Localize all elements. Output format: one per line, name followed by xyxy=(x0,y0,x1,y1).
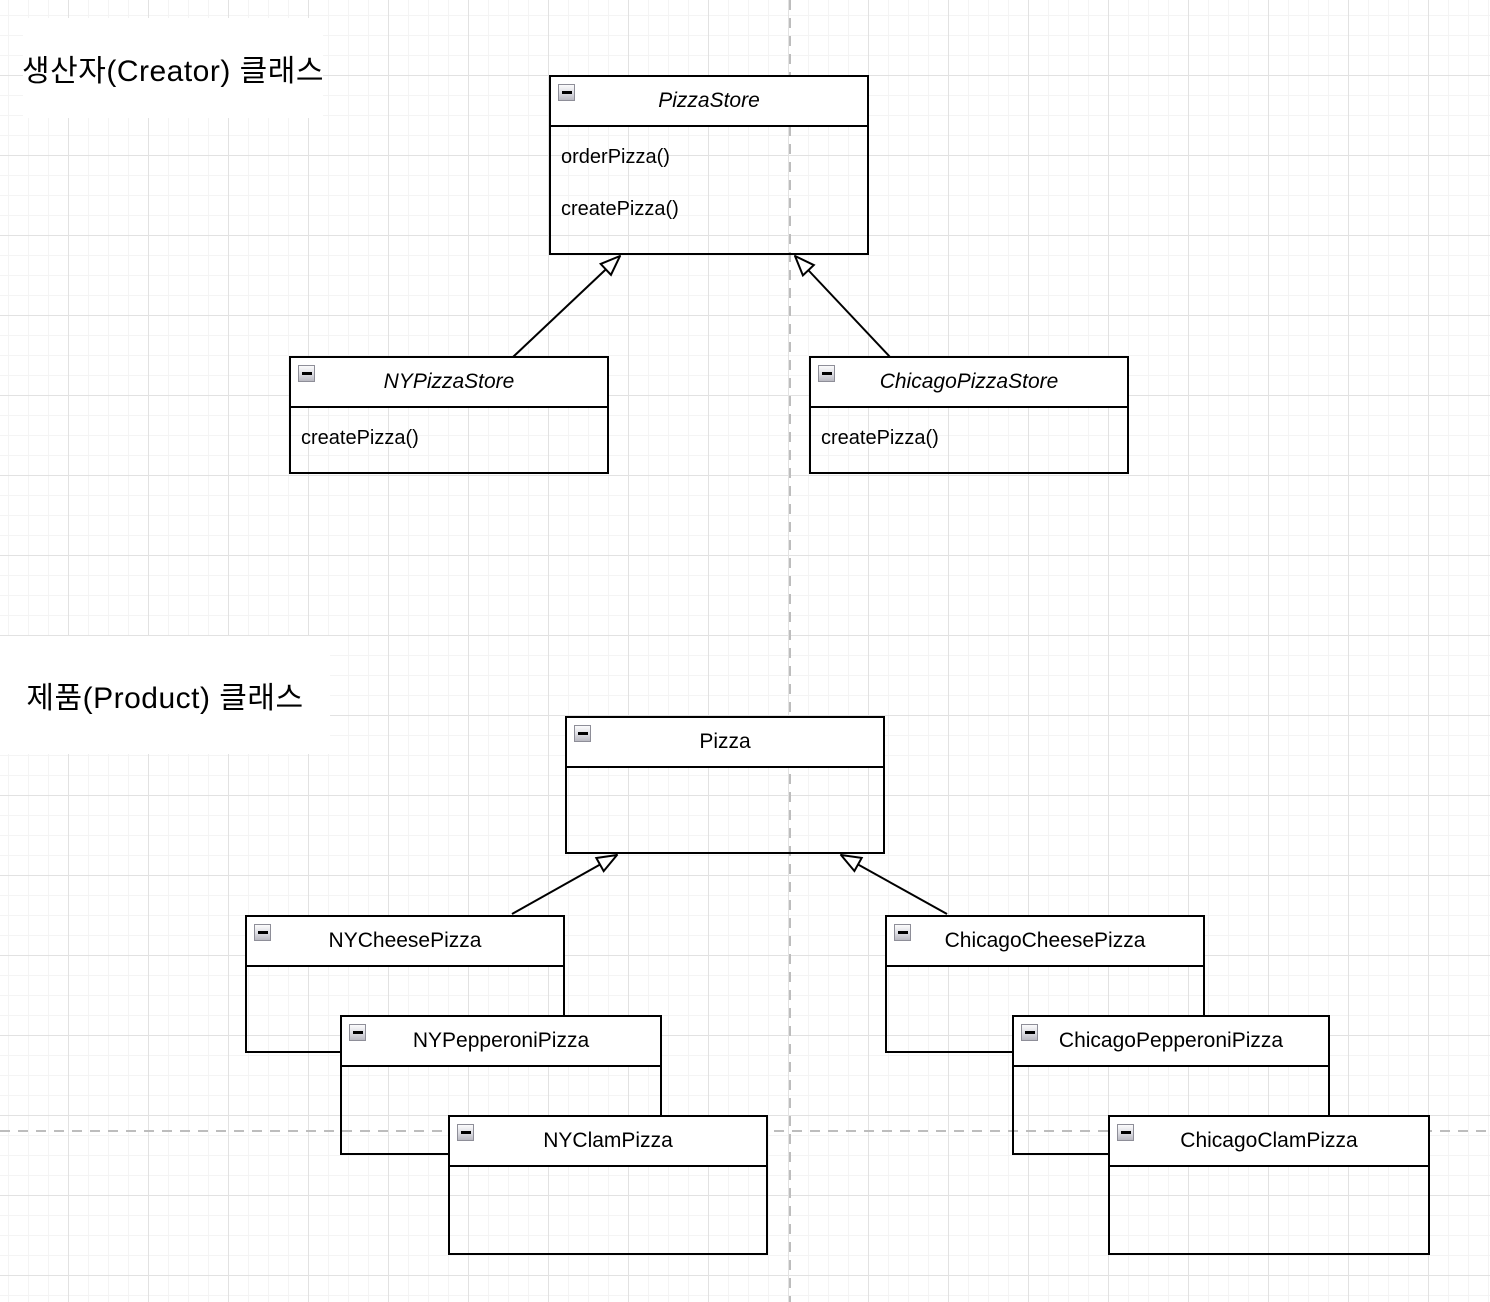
page-guide-vertical xyxy=(789,0,791,1302)
collapse-icon[interactable] xyxy=(558,84,575,101)
inheritance-arrow-chicagocheesepizza-pizza[interactable] xyxy=(841,855,948,915)
class-name: ChicagoPepperoniPizza xyxy=(1058,1029,1284,1052)
class-body: orderPizza() createPizza() xyxy=(551,127,867,239)
class-body: createPizza() xyxy=(811,408,1127,468)
class-body xyxy=(450,1167,766,1175)
class-body: createPizza() xyxy=(291,408,607,468)
class-name: ChicagoCheesePizza xyxy=(944,929,1146,952)
class-method: createPizza() xyxy=(561,198,679,220)
class-box-nypizzastore[interactable]: NYPizzaStore createPizza() xyxy=(289,356,609,474)
creator-section-label[interactable]: 생산자(Creator) 클래스 xyxy=(22,18,324,118)
inheritance-arrow-chicagopizzastore-pizzastore[interactable] xyxy=(795,256,891,358)
class-box-chicagopizzastore[interactable]: ChicagoPizzaStore createPizza() xyxy=(809,356,1129,474)
class-body xyxy=(1014,1067,1328,1075)
class-box-pizza[interactable]: Pizza xyxy=(565,716,885,854)
inheritance-arrow-nycheesepizza-pizza[interactable] xyxy=(511,855,617,915)
class-method: createPizza() xyxy=(301,427,419,449)
collapse-icon[interactable] xyxy=(298,365,315,382)
class-title-bar: ChicagoPepperoniPizza xyxy=(1014,1017,1328,1067)
collapse-icon[interactable] xyxy=(457,1124,474,1141)
collapse-icon[interactable] xyxy=(349,1024,366,1041)
class-title-bar: NYPepperoniPizza xyxy=(342,1017,660,1067)
class-method: orderPizza() xyxy=(561,146,670,168)
collapse-icon[interactable] xyxy=(894,924,911,941)
class-name: NYCheesePizza xyxy=(328,929,482,952)
collapse-icon[interactable] xyxy=(574,725,591,742)
class-title-bar: ChicagoClamPizza xyxy=(1110,1117,1428,1167)
class-title-bar: NYClamPizza xyxy=(450,1117,766,1167)
class-box-chicagocheesepizza[interactable]: ChicagoCheesePizza xyxy=(885,915,1205,1053)
class-title-bar: PizzaStore xyxy=(551,77,867,127)
class-title-bar: ChicagoCheesePizza xyxy=(887,917,1203,967)
class-body xyxy=(887,967,1203,975)
class-box-nyclampizza[interactable]: NYClamPizza xyxy=(448,1115,768,1255)
class-body xyxy=(342,1067,660,1075)
class-name: NYPizzaStore xyxy=(383,370,515,393)
class-title-bar: ChicagoPizzaStore xyxy=(811,358,1127,408)
class-name: ChicagoClamPizza xyxy=(1180,1129,1358,1152)
class-title-bar: NYCheesePizza xyxy=(247,917,563,967)
product-section-label[interactable]: 제품(Product) 클래스 xyxy=(0,636,330,754)
class-box-pizzastore[interactable]: PizzaStore orderPizza() createPizza() xyxy=(549,75,869,255)
class-name: Pizza xyxy=(699,730,751,753)
class-name: PizzaStore xyxy=(658,89,760,112)
class-title-bar: NYPizzaStore xyxy=(291,358,607,408)
class-title-bar: Pizza xyxy=(567,718,883,768)
class-name: NYClamPizza xyxy=(543,1129,673,1152)
class-body xyxy=(1110,1167,1428,1175)
class-body xyxy=(567,768,883,776)
collapse-icon[interactable] xyxy=(1117,1124,1134,1141)
class-box-chicagoclampizza[interactable]: ChicagoClamPizza xyxy=(1108,1115,1430,1255)
collapse-icon[interactable] xyxy=(1021,1024,1038,1041)
product-section-label-text: 제품(Product) 클래스 xyxy=(26,682,304,715)
creator-section-label-text: 생산자(Creator) 클래스 xyxy=(22,55,324,88)
class-name: ChicagoPizzaStore xyxy=(879,370,1059,393)
class-method: createPizza() xyxy=(821,427,939,449)
class-name: NYPepperoniPizza xyxy=(412,1029,590,1052)
collapse-icon[interactable] xyxy=(254,924,271,941)
class-body xyxy=(247,967,563,975)
collapse-icon[interactable] xyxy=(818,365,835,382)
inheritance-arrow-nypizzastore-pizzastore[interactable] xyxy=(512,256,620,358)
